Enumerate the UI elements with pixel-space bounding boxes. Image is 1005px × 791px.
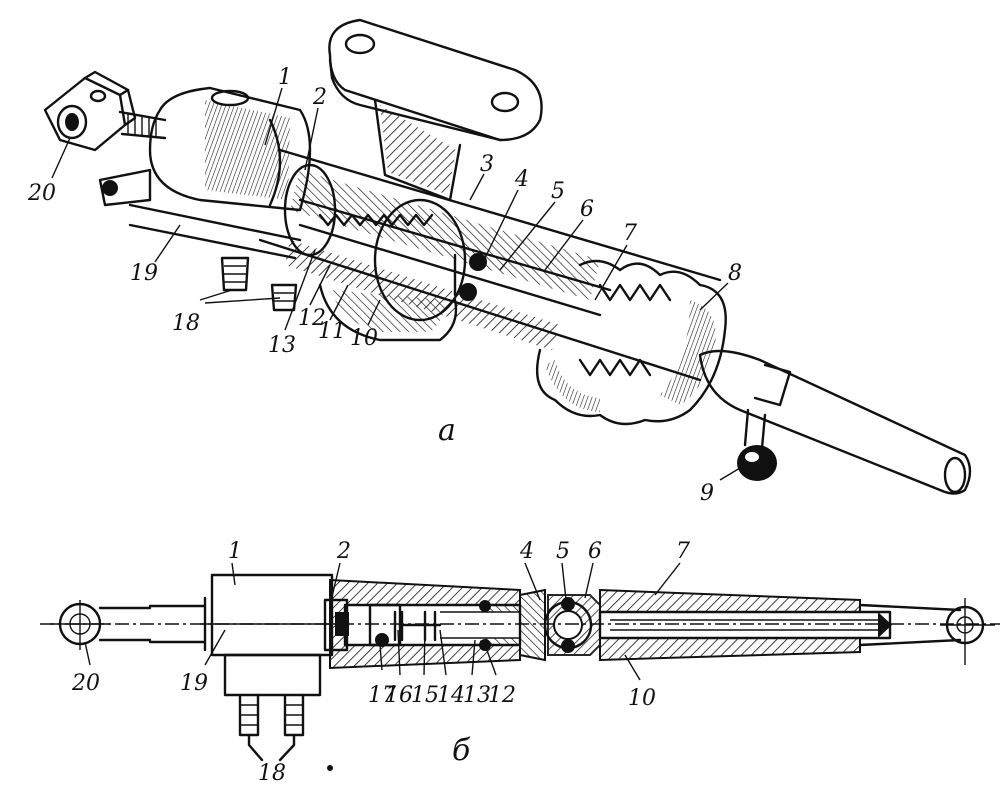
callout-a-8: 8: [728, 261, 742, 286]
callout-b-4: 4: [519, 539, 534, 564]
callout-b-18: 18: [258, 761, 286, 786]
threaded-rod-a: [118, 110, 167, 140]
ball-stud-a: [737, 408, 777, 481]
callout-b-6: 6: [588, 539, 602, 564]
callout-a-5: 5: [551, 179, 565, 204]
callout-a-12: 12: [298, 306, 326, 331]
callout-a-1: 1: [278, 65, 292, 90]
spring-a: [318, 213, 434, 227]
lower-body-a: [318, 283, 458, 342]
callout-b-16: 16: [385, 683, 413, 708]
callout-b-1: 1: [228, 539, 242, 564]
left-eye-b: [50, 600, 152, 650]
body-tube-a: [258, 148, 722, 382]
callouts-view-a: 1 2 3 4 5 6 7 8 9 10 11 12 13 18 19 20: [27, 65, 742, 506]
terminals-a: [220, 256, 298, 312]
view-b-drawing: [40, 573, 1000, 762]
handle-a: [328, 18, 543, 202]
balls-a: [453, 253, 487, 301]
callout-a-7: 7: [623, 221, 637, 246]
callout-a-6: 6: [580, 197, 594, 222]
view-caption-a: а: [438, 413, 456, 448]
callout-a-2: 2: [312, 85, 327, 110]
callout-a-19: 19: [130, 261, 158, 286]
main-body-b: [323, 578, 522, 670]
bellows-a: [535, 259, 727, 426]
view-a-drawing: [43, 18, 972, 495]
callout-b-20: 20: [71, 671, 100, 696]
leaders-a: [51, 87, 746, 481]
stray-dot: [327, 765, 333, 771]
callout-a-3: 3: [480, 152, 494, 177]
outer-tube-b: [598, 588, 962, 662]
callout-b-5: 5: [556, 539, 570, 564]
callout-a-9: 9: [700, 481, 714, 506]
callout-b-10: 10: [628, 686, 656, 711]
callout-b-13: 13: [463, 683, 491, 708]
callout-b-2: 2: [336, 539, 351, 564]
callout-b-12: 12: [488, 683, 516, 708]
callout-a-11: 11: [318, 319, 346, 344]
right-eye-b: [940, 598, 995, 665]
callout-b-15: 15: [411, 683, 439, 708]
view-caption-b: б: [452, 733, 471, 768]
callout-a-4: 4: [514, 167, 529, 192]
callout-b-7: 7: [676, 539, 690, 564]
callout-a-18: 18: [172, 311, 200, 336]
leaders-b: [84, 562, 681, 681]
housing-b: [210, 573, 334, 657]
callout-b-17: 17: [368, 683, 396, 708]
callout-b-19: 19: [180, 671, 208, 696]
push-rod-a: [698, 349, 972, 495]
rod-19-a: [128, 203, 302, 260]
terminal-box-b: [223, 653, 322, 762]
fork-end-a: [43, 70, 137, 152]
callout-b-14: 14: [437, 683, 465, 708]
callout-a-10: 10: [350, 326, 378, 351]
callout-a-20: 20: [27, 181, 56, 206]
callouts-view-b: 1 2 4 5 6 7 10 12 13 14 15 16 17 18 19 2…: [71, 539, 690, 786]
ball-joint-b: [519, 588, 601, 662]
callout-a-13: 13: [268, 333, 296, 358]
